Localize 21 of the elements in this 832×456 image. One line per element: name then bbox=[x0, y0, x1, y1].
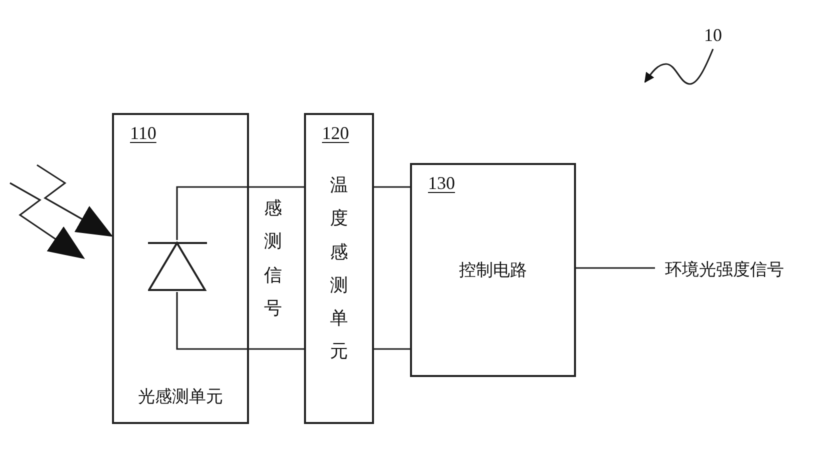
wire bbox=[176, 186, 304, 240]
block-label: 光感测单元 bbox=[137, 386, 224, 408]
wire bbox=[374, 348, 410, 350]
reference-number: 130 bbox=[428, 173, 455, 194]
block-box bbox=[112, 113, 249, 424]
block-label: 控制电路 bbox=[458, 260, 528, 282]
wire bbox=[176, 292, 304, 350]
signal-text: 环境光强度信号 bbox=[665, 258, 784, 281]
block-box bbox=[410, 163, 576, 377]
wire bbox=[374, 186, 410, 188]
block-box bbox=[304, 113, 374, 424]
signal-label: 感测信号 bbox=[264, 197, 282, 321]
light-ray-arrow bbox=[36, 164, 113, 236]
light-ray-arrow bbox=[10, 182, 84, 259]
reference-number: 120 bbox=[322, 123, 349, 144]
reference-number: 110 bbox=[130, 123, 156, 144]
wire bbox=[576, 267, 655, 269]
leader-arrow bbox=[644, 48, 714, 85]
photodiode-symbol bbox=[148, 240, 207, 292]
reference-number: 10 bbox=[704, 25, 722, 46]
block-label: 温度感测单元 bbox=[330, 174, 348, 364]
